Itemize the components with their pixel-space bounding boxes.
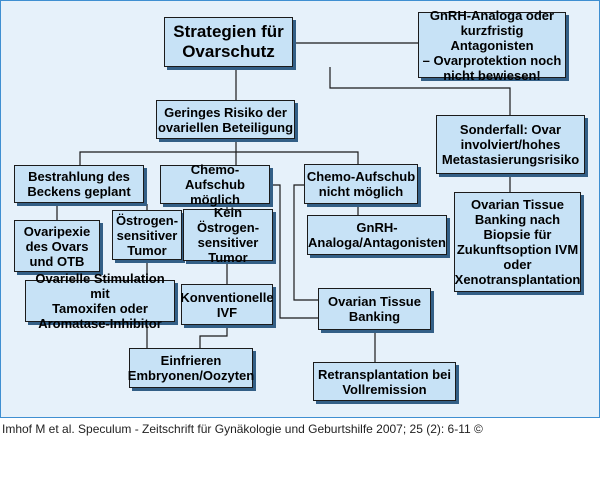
title-box: Strategien für Ovarschutz	[164, 17, 293, 67]
connector-line	[199, 325, 228, 348]
chemo-delay-possible-box: Chemo-Aufschub möglich	[160, 162, 270, 207]
source-caption: Imhof M et al. Speculum - Zeitschrift fü…	[2, 422, 483, 436]
connector-line	[79, 139, 237, 165]
ovariopexy-box: Ovaripexie des Ovars und OTB	[14, 220, 100, 272]
freezing-box: Einfrieren Embryonen/Oozyten	[128, 348, 254, 388]
connector-line	[293, 184, 318, 301]
ovarian-tissue-banking-box: Ovarian Tissue Banking	[318, 288, 431, 330]
low-risk-box: Geringes Risiko der ovariellen Beteiligu…	[156, 100, 295, 139]
estrogen-sensitive-box: Östrogen- sensitiver Tumor	[112, 210, 182, 260]
connector-line	[329, 67, 511, 115]
retransplantation-box: Retransplantation bei Vollremission	[313, 362, 456, 401]
conventional-ivf-box: Konventionelle IVF	[180, 284, 274, 325]
gnrh-analogs-box: GnRH- Analoga/Antagonisten	[307, 215, 447, 255]
connector-line	[270, 184, 318, 319]
non-estrogen-sensitive-box: Kein Östrogen- sensitiver Tumor	[183, 205, 273, 265]
chemo-delay-not-possible-box: Chemo-Aufschub nicht möglich	[304, 164, 418, 204]
gnrh-note-box: GnRH-Analoga oder kurzfristig Antagonist…	[418, 8, 566, 83]
pelvic-radiation-box: Bestrahlung des Beckens geplant	[14, 165, 144, 203]
ovarian-stimulation-box: Ovarielle Stimulation mit Tamoxifen oder…	[25, 271, 175, 331]
special-case-box: Sonderfall: Ovar involviert/hohes Metast…	[436, 115, 585, 174]
tissue-banking-biopsy-box: Ovarian Tissue Banking nach Biopsie für …	[454, 192, 581, 292]
connector-line	[236, 151, 359, 164]
